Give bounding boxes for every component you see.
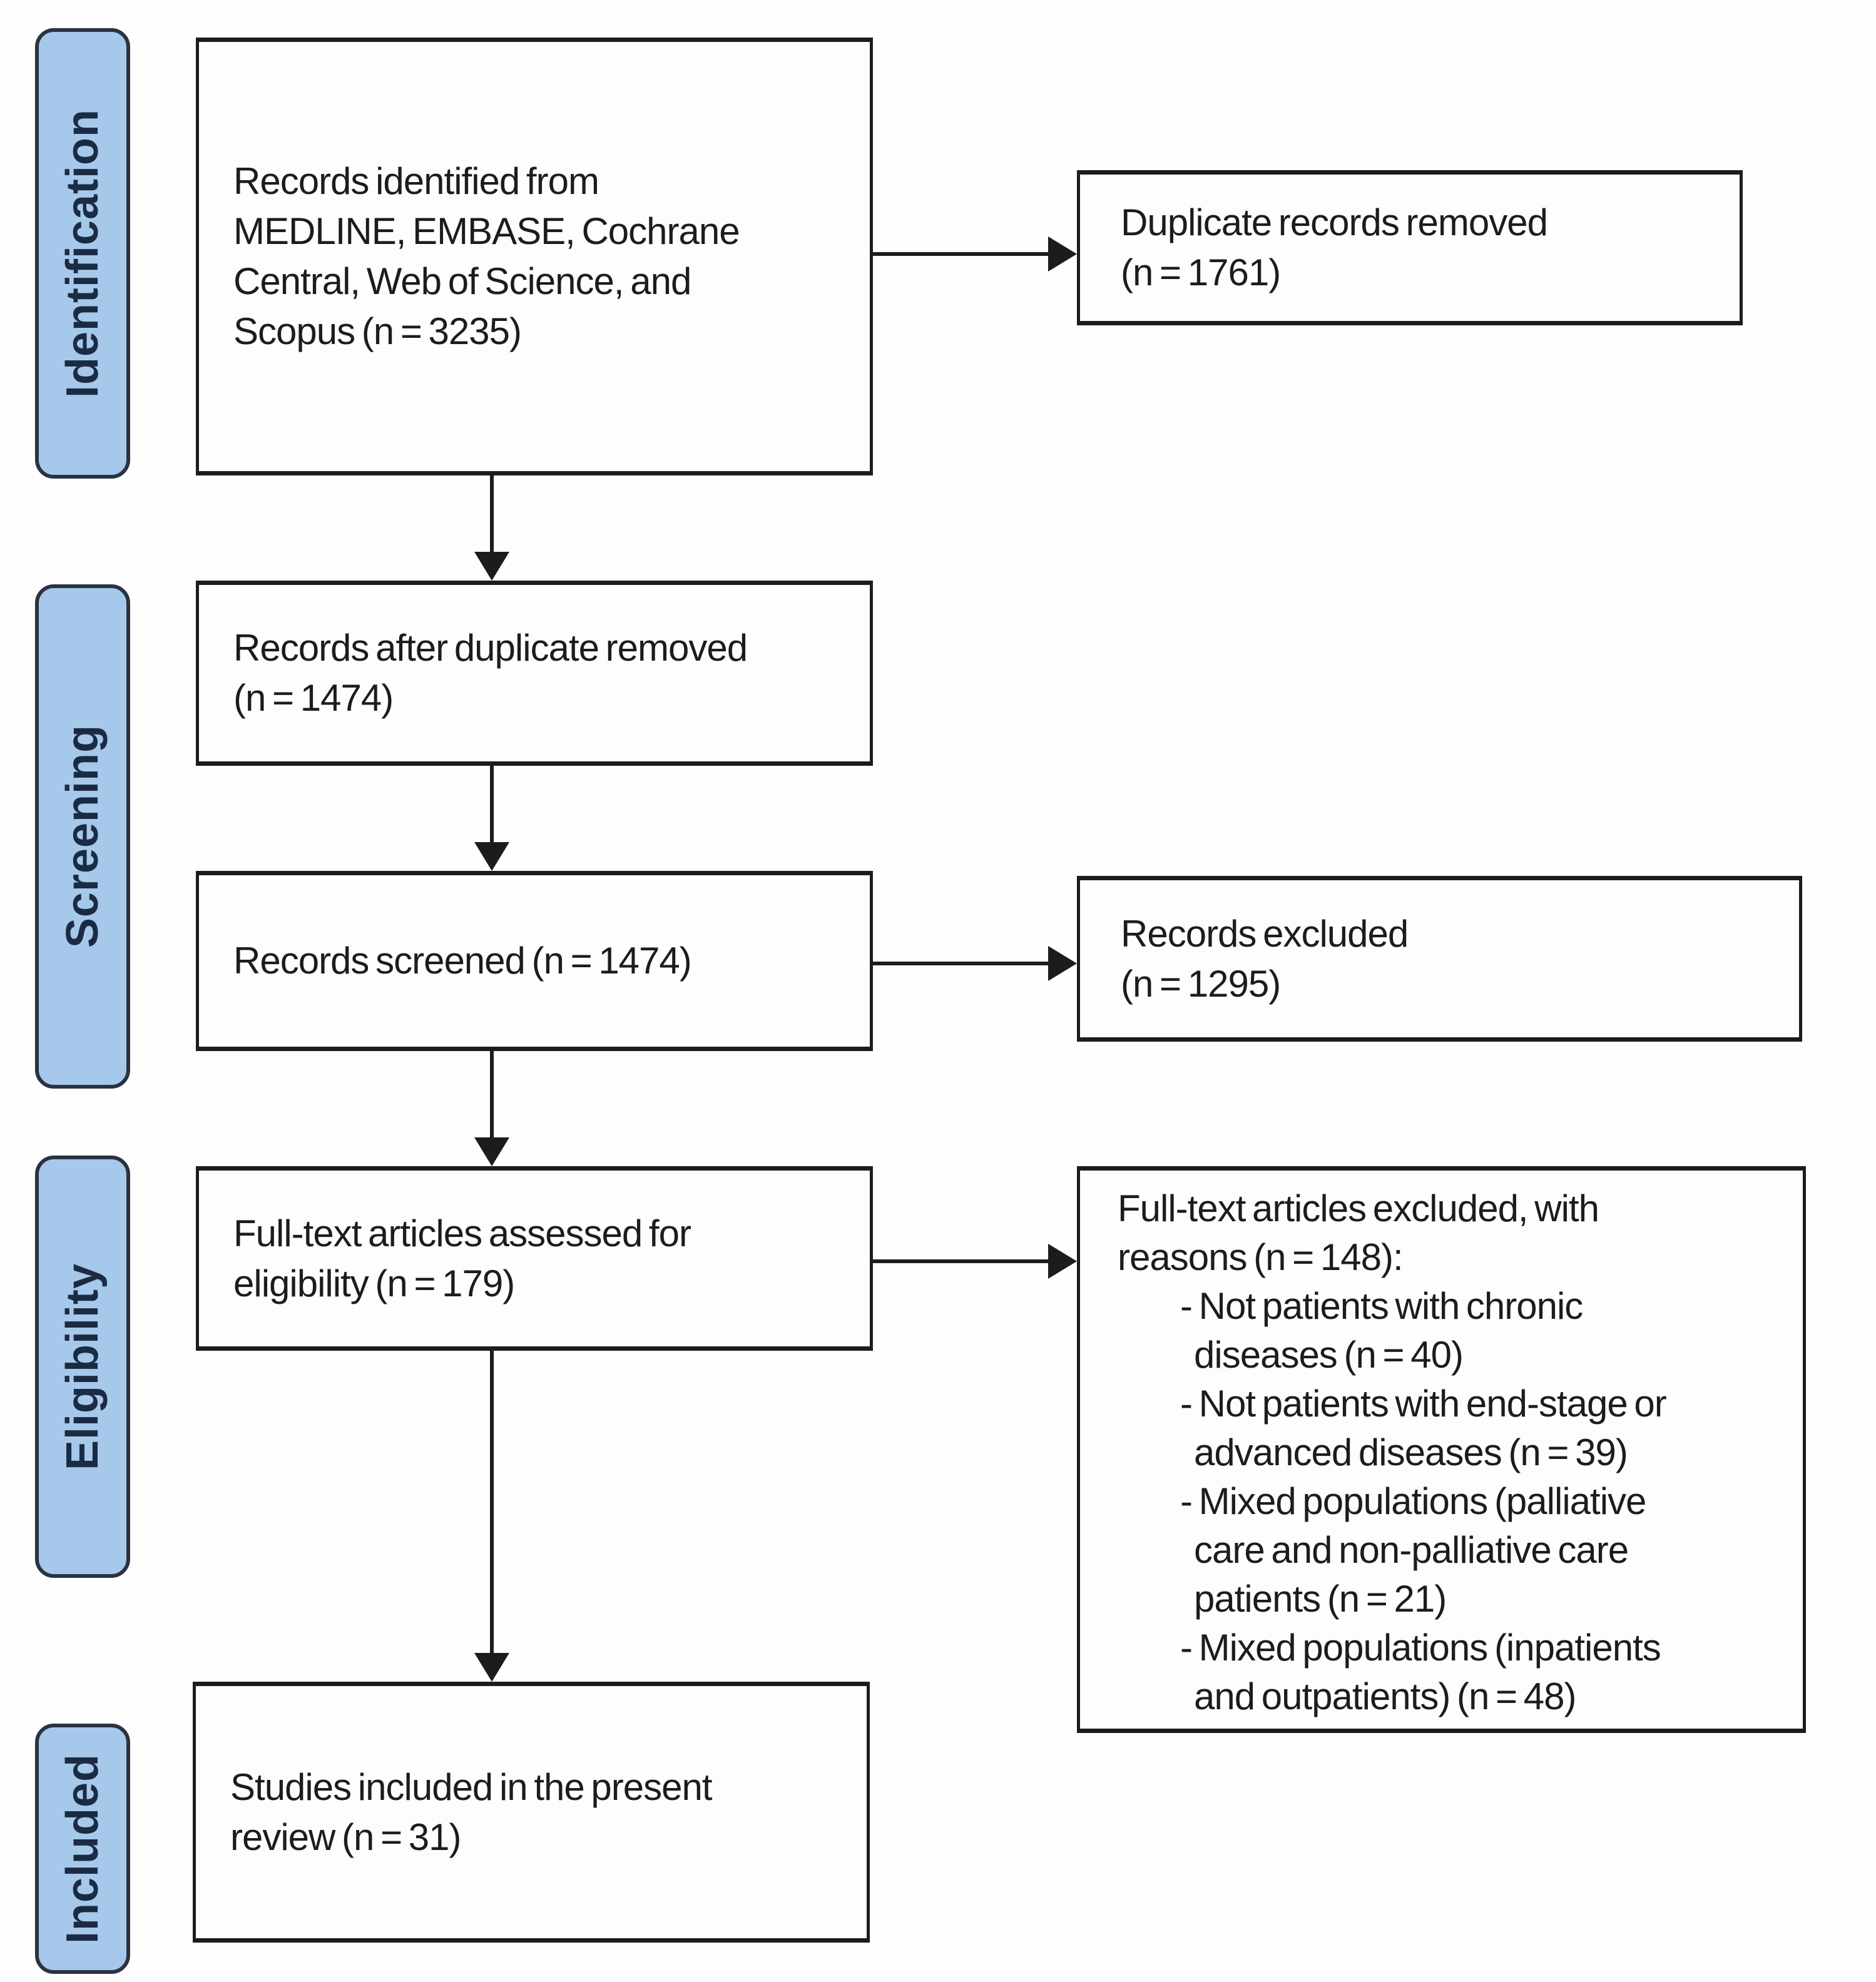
box-fulltext-excluded-reason: - Mixed populations (inpatients — [1180, 1627, 1661, 1669]
box-records-screened-line: Records screened (n = 1474) — [233, 940, 692, 982]
box-records-identified-line: MEDLINE, EMBASE, Cochrane — [233, 210, 740, 252]
arrow-identified-to-duplicates — [872, 252, 1050, 256]
box-records-identified: Records identified from MEDLINE, EMBASE,… — [196, 38, 873, 475]
arrowhead-identified-to-afterdup — [474, 552, 509, 581]
box-fulltext-excluded-reason: patients (n = 21) — [1194, 1578, 1447, 1620]
box-fulltext-assessed-line: Full-text articles assessed for — [233, 1212, 691, 1254]
box-records-excluded-line: (n = 1295) — [1121, 962, 1281, 1005]
box-records-identified-line: Records identified from — [233, 160, 599, 202]
box-fulltext-excluded-reason: - Not patients with end-stage or — [1180, 1383, 1667, 1425]
box-studies-included-line: review (n = 31) — [230, 1816, 462, 1858]
stage-label-screening: Screening — [35, 584, 130, 1089]
box-studies-included-line: Studies included in the present — [230, 1766, 713, 1808]
arrow-screened-to-excluded — [872, 962, 1050, 965]
box-fulltext-excluded: Full-text articles excluded, with reason… — [1077, 1166, 1806, 1733]
box-fulltext-excluded-reason: advanced diseases (n = 39) — [1194, 1431, 1628, 1473]
arrow-afterdup-to-screened — [490, 766, 494, 845]
box-records-after-duplicate-line: (n = 1474) — [233, 677, 394, 719]
arrow-fulltext-to-reasons — [872, 1259, 1050, 1263]
arrow-screened-to-fulltext — [490, 1051, 494, 1140]
arrowhead-screened-to-fulltext — [474, 1137, 509, 1166]
arrow-fulltext-to-included — [490, 1351, 494, 1655]
box-records-after-duplicate-line: Records after duplicate removed — [233, 627, 748, 669]
box-duplicates-removed-line: (n = 1761) — [1121, 252, 1281, 293]
arrowhead-screened-to-excluded — [1048, 946, 1077, 981]
box-fulltext-excluded-line: reasons (n = 148): — [1118, 1236, 1404, 1278]
box-records-excluded: Records excluded (n = 1295) — [1077, 876, 1802, 1042]
stage-label-included: Included — [35, 1724, 130, 1974]
stage-label-eligibility: Eligibility — [35, 1156, 130, 1578]
stage-label-eligibility-text: Eligibility — [58, 1263, 108, 1471]
box-duplicates-removed: Duplicate records removed (n = 1761) — [1077, 170, 1743, 325]
box-fulltext-excluded-reason: - Not patients with chronic — [1180, 1285, 1583, 1327]
box-records-identified-line: Central, Web of Science, and — [233, 260, 691, 302]
box-records-identified-line: Scopus (n = 3235) — [233, 310, 522, 352]
box-fulltext-excluded-reason: care and non-palliative care — [1194, 1529, 1629, 1571]
arrowhead-afterdup-to-screened — [474, 842, 509, 871]
arrowhead-fulltext-to-reasons — [1048, 1244, 1077, 1279]
box-records-excluded-line: Records excluded — [1121, 912, 1409, 955]
box-fulltext-assessed: Full-text articles assessed for eligibil… — [196, 1166, 873, 1351]
arrowhead-fulltext-to-included — [474, 1653, 509, 1682]
box-records-screened: Records screened (n = 1474) — [196, 871, 873, 1051]
box-fulltext-excluded-reason: diseases (n = 40) — [1194, 1334, 1464, 1376]
stage-label-included-text: Included — [58, 1753, 108, 1944]
arrow-identified-to-afterdup — [490, 475, 494, 556]
arrowhead-identified-to-duplicates — [1048, 236, 1077, 272]
box-studies-included: Studies included in the present review (… — [193, 1682, 870, 1943]
box-fulltext-assessed-line: eligibility (n = 179) — [233, 1262, 515, 1304]
box-fulltext-excluded-line: Full-text articles excluded, with — [1118, 1187, 1599, 1229]
stage-label-screening-text: Screening — [58, 724, 108, 948]
box-fulltext-excluded-reason: and outpatients) (n = 48) — [1194, 1675, 1576, 1717]
stage-label-identification: Identification — [35, 28, 130, 479]
stage-label-identification-text: Identification — [58, 109, 108, 398]
box-duplicates-removed-line: Duplicate records removed — [1121, 201, 1548, 243]
box-fulltext-excluded-reason: - Mixed populations (palliative — [1180, 1480, 1646, 1522]
box-records-after-duplicate: Records after duplicate removed (n = 147… — [196, 581, 873, 766]
